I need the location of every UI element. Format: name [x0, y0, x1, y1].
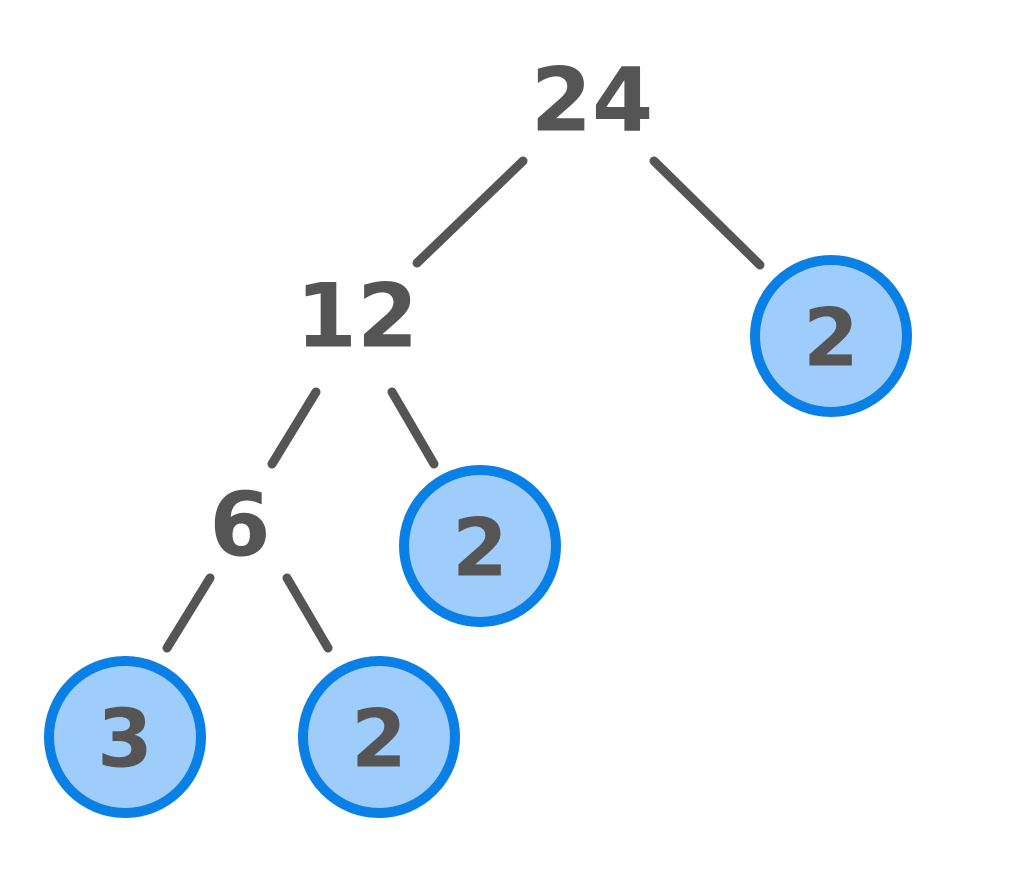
node-12-label: 12 [296, 265, 418, 368]
branch-12-to-6 [267, 387, 321, 469]
prime-node-2-middle: 2 [399, 465, 561, 627]
prime-node-label: 2 [351, 693, 407, 786]
prime-circle [298, 656, 460, 818]
branch-6-to-2 [282, 573, 333, 653]
branch-24-to-2 [649, 156, 765, 270]
branch-12-to-2 [387, 387, 439, 469]
prime-circle [750, 255, 912, 417]
branch-24-to-12 [412, 156, 528, 268]
node-24: 24 [531, 49, 653, 152]
node-6-label: 6 [209, 474, 270, 577]
prime-node-label: 2 [452, 502, 508, 595]
prime-node-label: 2 [803, 292, 859, 385]
node-12: 12 [296, 265, 418, 368]
prime-circle [399, 465, 561, 627]
prime-node-2-top-right: 2 [750, 255, 912, 417]
node-24-label: 24 [531, 49, 653, 152]
branch-6-to-3 [162, 573, 215, 653]
node-6: 6 [209, 474, 270, 577]
prime-node-3: 3 [44, 656, 206, 818]
prime-circle [44, 656, 206, 818]
prime-node-label: 3 [97, 693, 153, 786]
prime-node-2-bottom: 2 [298, 656, 460, 818]
